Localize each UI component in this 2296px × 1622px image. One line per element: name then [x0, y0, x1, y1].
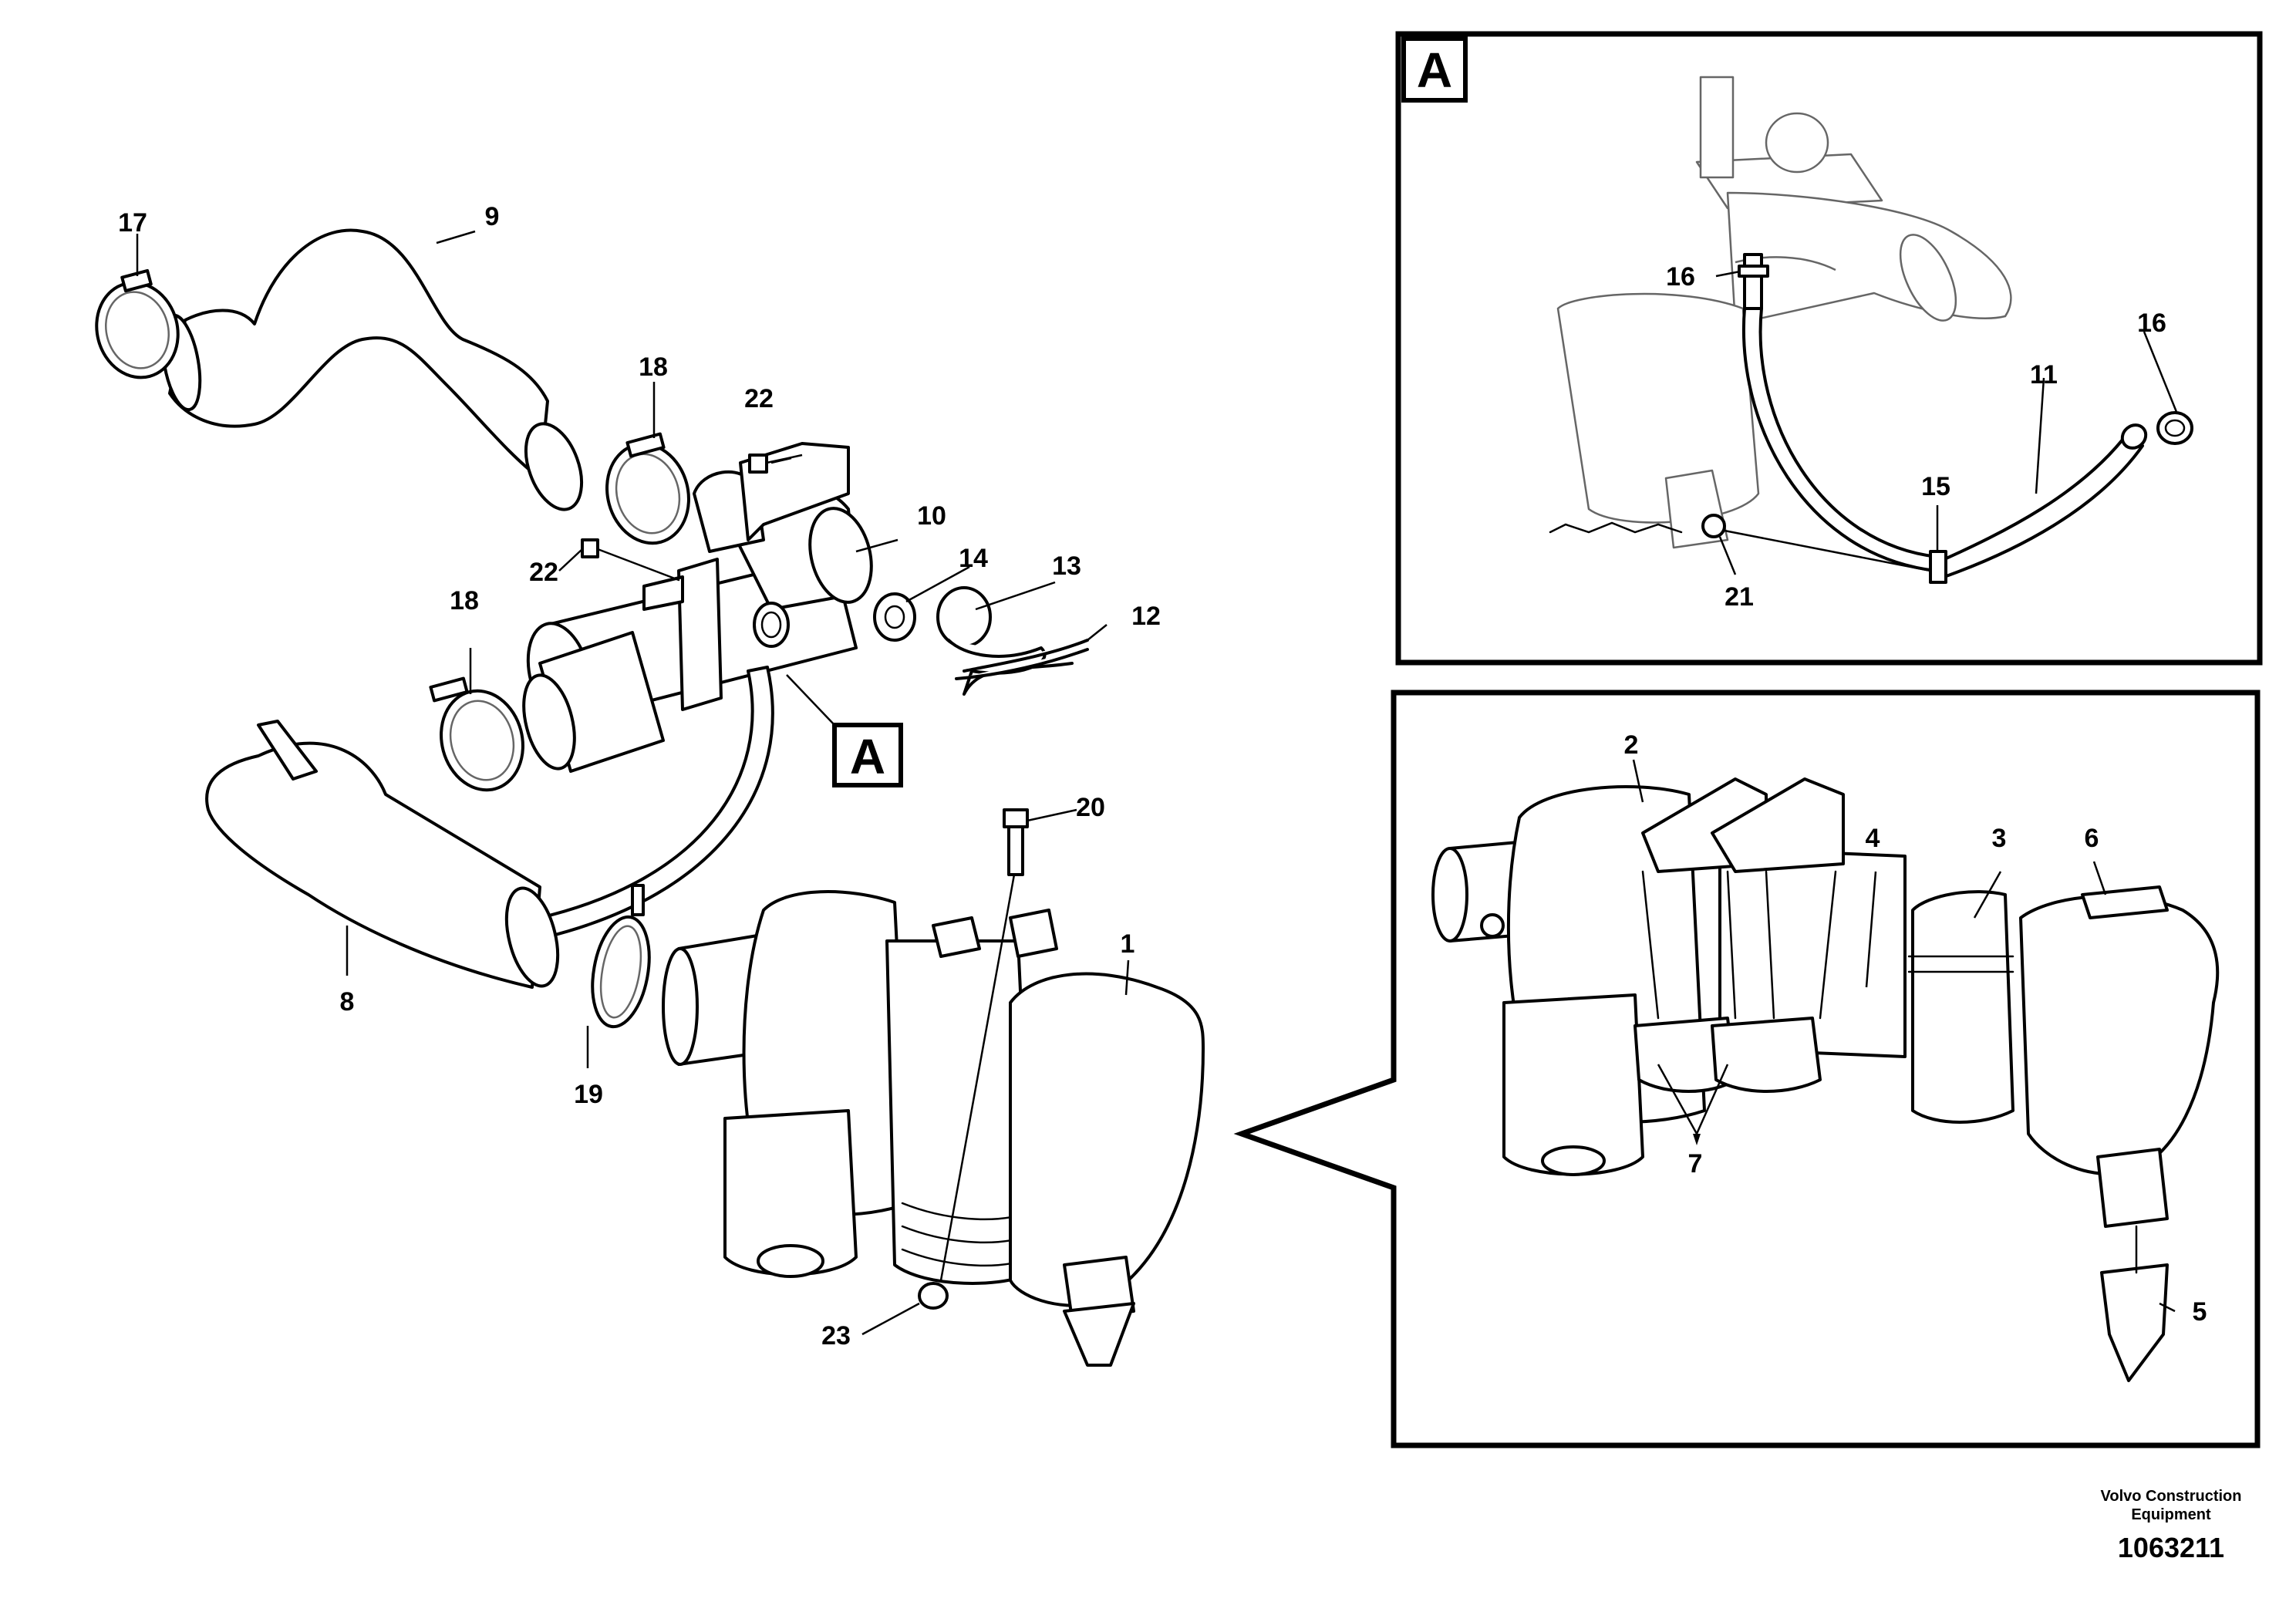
callout-4: 4 [1866, 824, 1880, 853]
footer-document-number: 1063211 [2117, 1532, 2225, 1563]
callout-5: 5 [2193, 1297, 2207, 1327]
callout-22-upper: 22 [744, 384, 774, 413]
callout-2: 2 [1624, 730, 1639, 760]
callout-1: 1 [1121, 929, 1135, 959]
air-filter-1 [662, 890, 1205, 1367]
callout-3: 3 [1992, 824, 2007, 853]
detail-view-filter-frame [1233, 690, 2261, 1448]
clamp-18-upper [605, 432, 690, 545]
callout-11: 11 [2030, 360, 2058, 389]
callout-23: 23 [821, 1321, 851, 1351]
tether-12 [955, 639, 1089, 680]
footer-company-line1: Volvo Construction [2100, 1488, 2242, 1505]
callout-16-detail-left: 16 [1666, 262, 1695, 292]
hose-9 [160, 228, 584, 511]
view-a-label-main: A [850, 729, 885, 784]
callout-19: 19 [574, 1080, 603, 1109]
callout-6: 6 [2085, 824, 2099, 853]
clamp-17 [95, 268, 180, 379]
callout-8: 8 [340, 987, 355, 1017]
callout-18-upper: 18 [639, 352, 668, 382]
view-a-pointer: A [786, 674, 903, 787]
hose-8 [205, 720, 560, 989]
detail-view-a-tag [1401, 36, 1468, 103]
nut-23 [918, 1282, 949, 1310]
detail-view-a: A 16 16 11 15 21 [1395, 31, 2263, 666]
main-leaders [136, 230, 1130, 1336]
detail-view-a-frame [1395, 31, 2263, 666]
callout-17: 17 [118, 208, 147, 238]
clamp-19 [591, 884, 651, 1029]
main-exploded-view: A 17 9 18 22 10 14 13 12 22 [95, 202, 1205, 1367]
bolt-22-lower [581, 538, 680, 582]
callout-7: 7 [1688, 1149, 1703, 1179]
callout-22-lower: 22 [529, 558, 558, 587]
callout-18-lower: 18 [450, 586, 479, 615]
callout-20: 20 [1076, 793, 1105, 822]
callout-9: 9 [485, 202, 500, 231]
callout-12: 12 [1131, 602, 1161, 631]
callout-16-detail-right: 16 [2137, 309, 2166, 338]
callout-14: 14 [959, 544, 988, 573]
footer-company-line2: Equipment [2131, 1506, 2211, 1523]
callout-10: 10 [917, 501, 946, 531]
callout-13: 13 [1052, 551, 1081, 581]
callout-15: 15 [1921, 472, 1950, 501]
callout-21: 21 [1725, 582, 1754, 612]
detail-view-filter: 2 4 3 6 7 5 [1233, 690, 2261, 1448]
pipe-stub [522, 631, 665, 773]
nut-14 [873, 592, 916, 642]
clamp-18-lower [429, 676, 524, 792]
footer-company: Volvo Construction Equipment [2075, 1487, 2267, 1524]
bolt-20 [939, 808, 1029, 1282]
view-a-label-detail: A [1417, 42, 1452, 98]
